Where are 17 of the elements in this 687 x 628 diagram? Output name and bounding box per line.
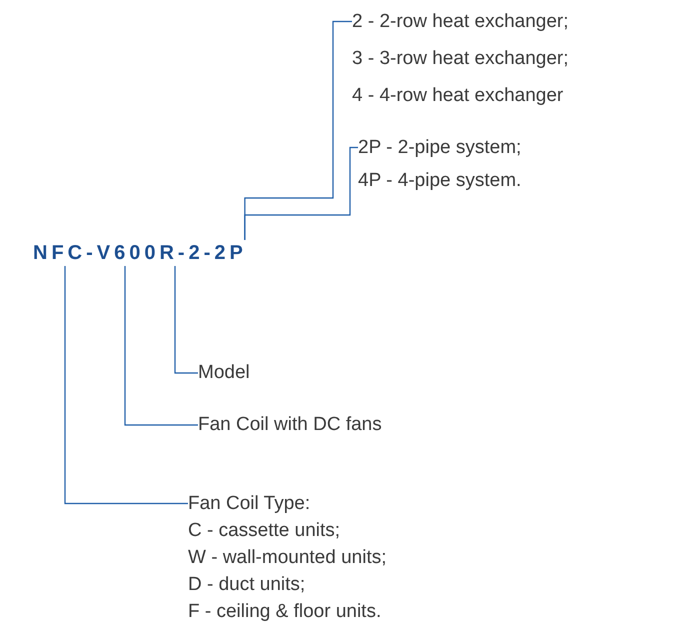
model-code: NFC-V600R-2-2P xyxy=(33,241,247,266)
code-description: D - duct units; xyxy=(188,573,306,597)
leader-line xyxy=(64,266,188,504)
code-description: 3 - 3-row heat exchanger; xyxy=(352,47,569,71)
leader-line xyxy=(124,266,198,426)
code-description: 4P - 4-pipe system. xyxy=(358,169,522,193)
code-description: Fan Coil Type: xyxy=(188,492,310,516)
code-description: 2 - 2-row heat exchanger; xyxy=(352,10,569,34)
code-description: W - wall-mounted units; xyxy=(188,546,387,570)
code-description: Model xyxy=(198,361,250,385)
code-description: 4 - 4-row heat exchanger xyxy=(352,84,564,108)
code-description: C - cassette units; xyxy=(188,519,340,543)
code-description: Fan Coil with DC fans xyxy=(198,413,382,437)
leader-line xyxy=(174,266,198,374)
code-description: F - ceiling & floor units. xyxy=(188,600,382,624)
leader-line xyxy=(244,146,358,240)
code-description: 2P - 2-pipe system; xyxy=(358,136,522,160)
